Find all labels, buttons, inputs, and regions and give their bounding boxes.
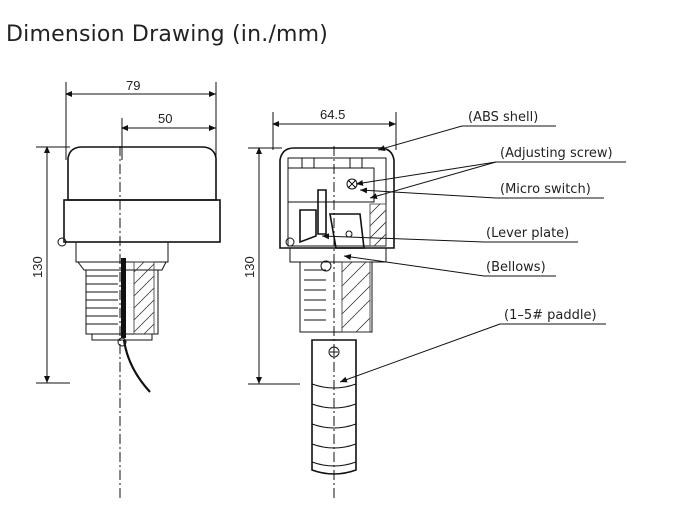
lever-left bbox=[299, 209, 317, 244]
base-plate bbox=[289, 247, 387, 263]
pivot-left bbox=[285, 237, 295, 247]
callout-paddle: (1–5# paddle) bbox=[504, 308, 597, 323]
paddle bbox=[311, 339, 357, 475]
housing-body bbox=[63, 199, 221, 243]
bellows-housing bbox=[299, 262, 373, 333]
housing-cap bbox=[67, 146, 217, 201]
dim-130-label-left: 130 bbox=[30, 256, 45, 278]
shell-hatch bbox=[369, 203, 387, 247]
thread-lines bbox=[86, 275, 118, 325]
paddle-segments bbox=[311, 383, 357, 467]
dim-64-label: 64.5 bbox=[320, 107, 345, 122]
bellows-pin bbox=[320, 260, 332, 272]
lever-plate bbox=[329, 213, 365, 249]
page-title: Dimension Drawing (in./mm) bbox=[6, 22, 329, 47]
cable bbox=[122, 339, 151, 393]
lever-arm bbox=[317, 189, 327, 235]
callout-adjusting-screw: (Adjusting screw) bbox=[500, 146, 613, 161]
abs-shell bbox=[279, 147, 395, 249]
section-hatch bbox=[133, 261, 155, 335]
pivot-center bbox=[345, 230, 353, 238]
screw-head-right bbox=[349, 157, 363, 169]
dim-79-label: 79 bbox=[126, 78, 140, 93]
callout-lever-plate: (Lever plate) bbox=[486, 226, 569, 241]
screw-head-left bbox=[301, 157, 315, 169]
left-view: 79 50 130 bbox=[30, 78, 221, 500]
rod-pin bbox=[117, 337, 127, 347]
paddle-screw bbox=[328, 346, 340, 358]
callout-bellows: (Bellows) bbox=[486, 260, 546, 275]
callout-labels: (ABS shell) (Adjusting screw) (Micro swi… bbox=[468, 110, 613, 323]
micro-switch-block bbox=[287, 167, 375, 203]
right-view: 64.5 130 bbox=[242, 107, 397, 500]
callout-leaders bbox=[321, 125, 626, 383]
bellows-hatch bbox=[341, 261, 371, 333]
dim-50-label: 50 bbox=[158, 111, 172, 126]
bellows-folds bbox=[304, 269, 326, 321]
paddle-rod bbox=[121, 258, 126, 338]
callout-micro-switch: (Micro switch) bbox=[500, 182, 591, 197]
housing-bump bbox=[57, 237, 67, 247]
dim-130-label-right: 130 bbox=[242, 256, 257, 278]
bottom-nut bbox=[91, 334, 153, 341]
callout-abs-shell: (ABS shell) bbox=[468, 110, 538, 125]
